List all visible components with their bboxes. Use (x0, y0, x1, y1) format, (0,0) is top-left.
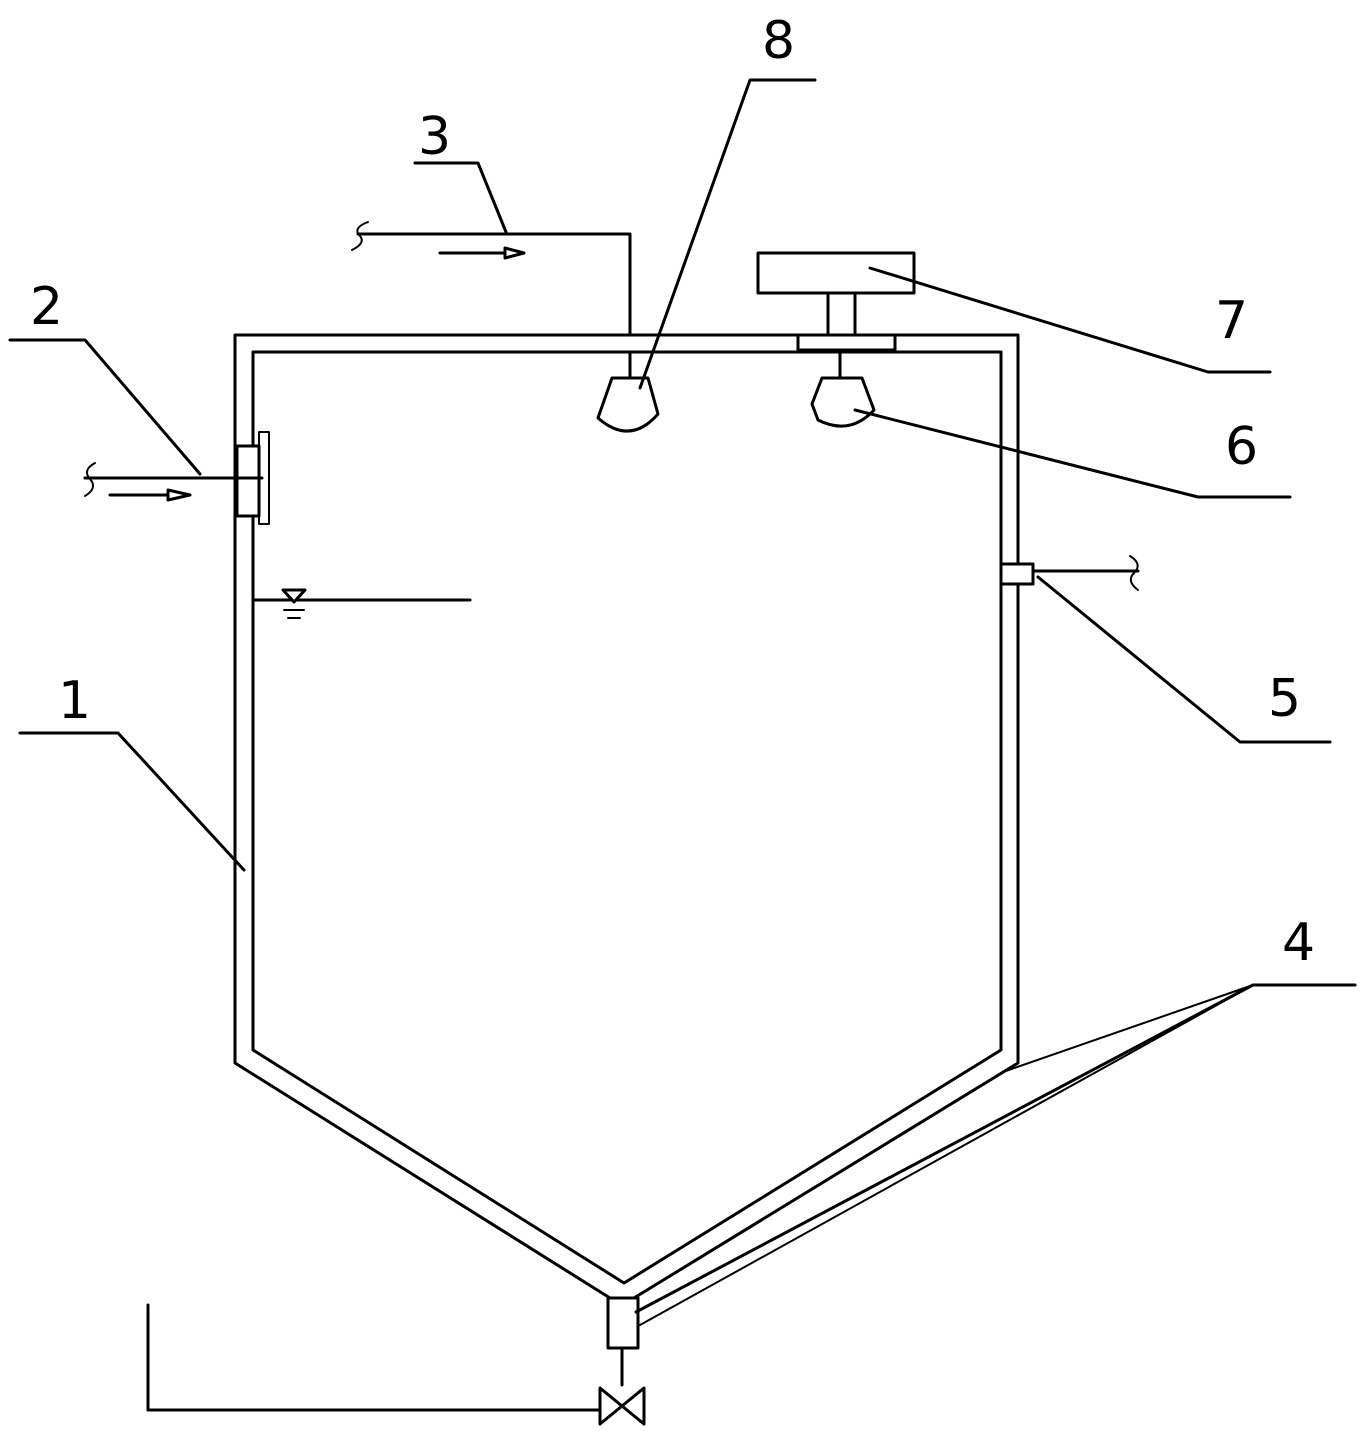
inlet-flow-arrow-head (166, 488, 192, 502)
upper-outlet-break-mark (351, 221, 369, 251)
label-4: 4 (1282, 913, 1315, 973)
bottom-drain (146, 1296, 646, 1426)
label-1: 1 (58, 671, 91, 731)
side-outlet-stub (999, 562, 1035, 586)
impeller-8 (596, 350, 660, 433)
leader-8 (638, 78, 817, 390)
label-8: 8 (762, 11, 795, 71)
number-labels: 1 2 3 8 7 6 5 4 (30, 11, 1315, 973)
label-7: 7 (1215, 291, 1248, 351)
upper-outlet-arrow-head (503, 246, 526, 260)
drain-stub (606, 1296, 640, 1350)
leader-lines (8, 78, 1357, 1326)
label-3: 3 (418, 107, 451, 167)
leader-6 (853, 408, 1292, 499)
upper-outlet-pipe-line (356, 232, 632, 337)
impeller-6-blade (810, 376, 876, 428)
leader-4a (634, 983, 1357, 1314)
leader-5 (1036, 575, 1332, 744)
leader-4b (1002, 984, 1254, 1073)
impeller-8-blade (596, 376, 660, 433)
motor-mount-plate (796, 333, 897, 352)
inlet-break-mark (84, 462, 96, 497)
inlet-pipe (83, 431, 270, 525)
leader-2 (8, 338, 202, 476)
leader-4c (639, 984, 1254, 1326)
motor-assembly (756, 251, 916, 428)
label-2: 2 (30, 277, 63, 337)
leader-1 (18, 731, 246, 872)
valve-icon (598, 1386, 646, 1426)
tank-inner-wall (251, 350, 1003, 1285)
inlet-flange (235, 444, 261, 518)
label-5: 5 (1268, 669, 1301, 729)
water-level-triangle (281, 588, 307, 604)
tank-body (233, 333, 1020, 1300)
upper-outlet-pipe (351, 221, 632, 337)
water-level-marker (253, 588, 472, 619)
side-outlet-break-mark (1129, 555, 1139, 591)
leader-3 (413, 161, 508, 234)
side-outlet (999, 555, 1140, 591)
label-6: 6 (1225, 417, 1258, 477)
leader-7 (868, 266, 1272, 374)
tank-outer-wall (233, 333, 1020, 1300)
